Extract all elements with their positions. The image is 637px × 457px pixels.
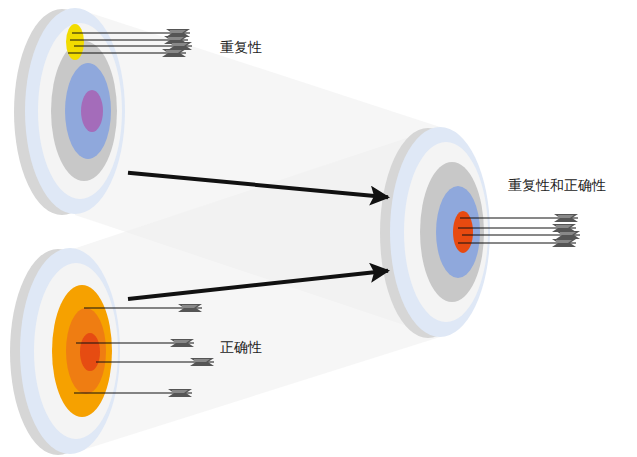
accuracy-target	[10, 248, 214, 455]
target-label: 重复性	[218, 38, 264, 57]
combined-target: 重复性和正确性	[388, 128, 492, 338]
target-label: 正确性	[218, 338, 264, 357]
combined-target	[380, 127, 580, 338]
flow-arrow	[128, 271, 388, 299]
accuracy-target: 正确性	[22, 250, 128, 454]
flow-arrow	[128, 173, 388, 198]
projection-funnel	[70, 127, 440, 454]
target-label: 重复性和正确性	[506, 176, 608, 195]
repeatability-target: 重复性	[22, 8, 128, 214]
repeatability-target	[14, 8, 192, 215]
